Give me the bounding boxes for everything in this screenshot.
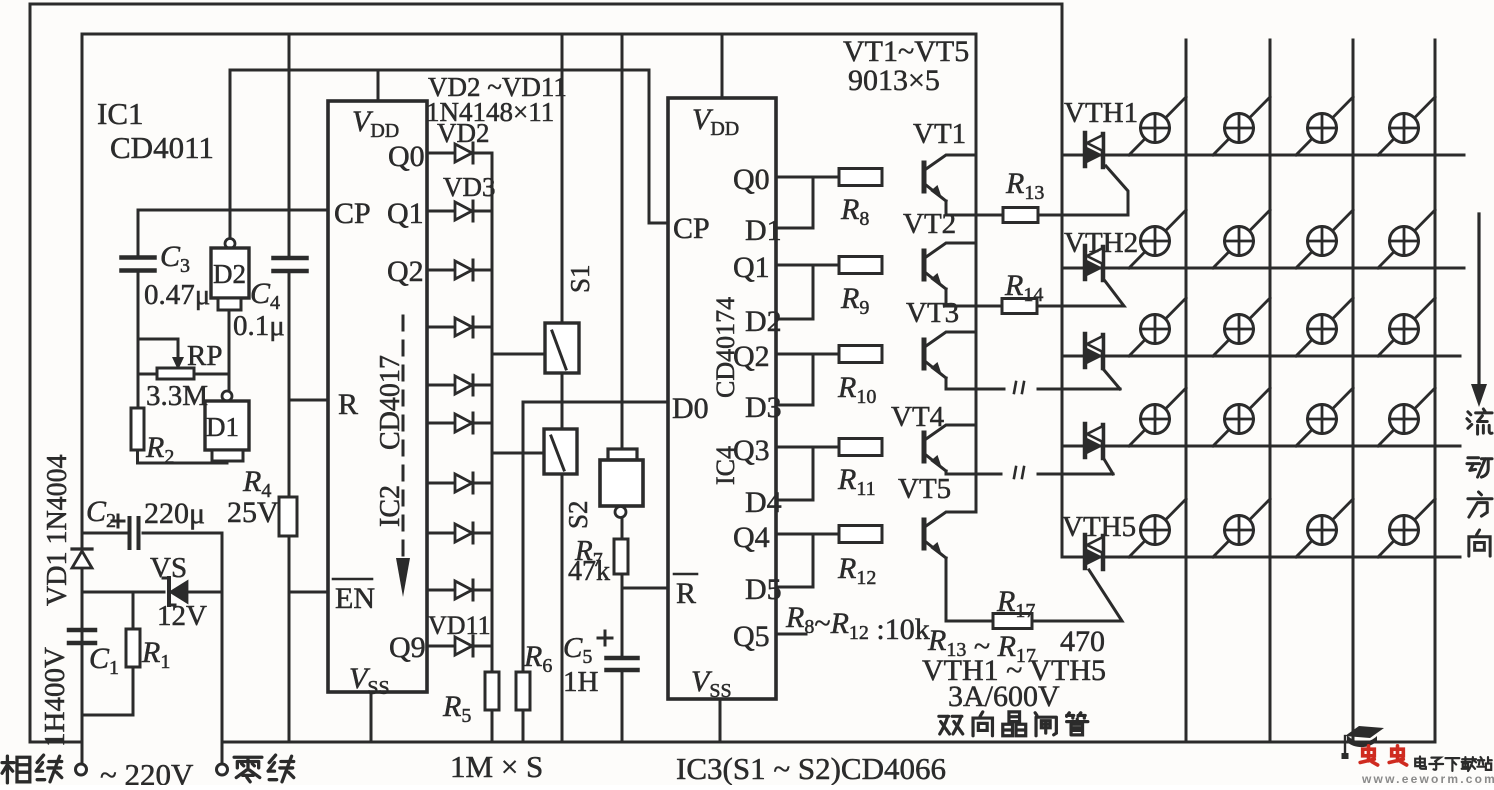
svg-text:VTH1 ~ VTH5: VTH1 ~ VTH5: [922, 654, 1106, 687]
svg-text:D3: D3: [745, 391, 782, 424]
svg-text:220μ: 220μ: [144, 497, 205, 530]
svg-text:VT3: VT3: [906, 297, 959, 329]
svg-text:Q4: Q4: [733, 521, 770, 554]
svg-text:R1: R1: [141, 636, 170, 673]
svg-text:VT5: VT5: [898, 473, 951, 505]
svg-text:R10: R10: [837, 371, 876, 408]
svg-text:47k: 47k: [568, 556, 610, 587]
svg-text:1H400V: 1H400V: [39, 647, 71, 747]
svg-text:Q0: Q0: [388, 140, 425, 173]
svg-text:R: R: [676, 577, 696, 610]
svg-text:1H: 1H: [563, 666, 599, 698]
svg-text:R6: R6: [523, 640, 552, 677]
svg-text:VD3: VD3: [443, 172, 496, 202]
svg-text:www.eeworm.com: www.eeworm.com: [1361, 772, 1494, 785]
svg-text:R11: R11: [837, 463, 876, 500]
svg-text:R7: R7: [574, 535, 603, 571]
svg-text:0.47μ: 0.47μ: [144, 279, 210, 311]
svg-text:R14: R14: [1004, 269, 1043, 306]
svg-text:R2: R2: [145, 431, 174, 468]
svg-text:R13: R13: [1005, 167, 1044, 204]
svg-text:Q9: Q9: [389, 631, 426, 664]
svg-text:R4: R4: [242, 465, 271, 502]
svg-text:VD11: VD11: [428, 611, 491, 640]
svg-text:VSS: VSS: [691, 665, 732, 702]
svg-text:Q1: Q1: [733, 251, 770, 284]
svg-text:C2: C2: [86, 495, 116, 532]
svg-text:VTH5: VTH5: [1062, 511, 1136, 543]
svg-text:R12: R12: [837, 552, 876, 589]
svg-text:VT2: VT2: [903, 208, 956, 240]
svg-text:VT1: VT1: [913, 118, 966, 150]
svg-text:CP: CP: [334, 197, 371, 230]
svg-text:VT4: VT4: [891, 401, 945, 433]
svg-text:25V: 25V: [227, 496, 279, 529]
svg-text:IC3(S1 ~ S2)CD4066: IC3(S1 ~ S2)CD4066: [676, 751, 946, 785]
svg-text:R: R: [338, 388, 358, 421]
svg-text:VD2: VD2: [437, 118, 490, 148]
svg-text:R5: R5: [442, 690, 471, 727]
svg-text:3.3M: 3.3M: [146, 380, 208, 412]
svg-text:1N4148×11: 1N4148×11: [426, 97, 554, 127]
svg-text:R8~R12 :10k: R8~R12 :10k: [785, 601, 930, 646]
svg-text:CD4011: CD4011: [110, 130, 214, 165]
svg-text:C3: C3: [160, 240, 190, 277]
svg-text:3A/600V: 3A/600V: [948, 680, 1060, 713]
svg-text:470: 470: [1060, 625, 1105, 658]
svg-text:D2: D2: [213, 259, 246, 289]
svg-text:VS: VS: [150, 552, 187, 584]
svg-text:9013×5: 9013×5: [848, 64, 940, 97]
svg-text:VD2 ~VD11: VD2 ~VD11: [428, 72, 567, 102]
svg-text:S2: S2: [563, 500, 593, 529]
svg-text:VDD: VDD: [352, 105, 399, 142]
svg-text:IC2: IC2: [375, 485, 406, 527]
svg-text:S1: S1: [565, 264, 595, 293]
svg-text:D5: D5: [745, 573, 782, 606]
svg-text:VSS: VSS: [349, 662, 390, 699]
svg-text:CD4017: CD4017: [375, 355, 406, 450]
svg-text:VTH2: VTH2: [1064, 227, 1138, 259]
svg-text:Q2: Q2: [387, 255, 424, 288]
svg-text:12V: 12V: [157, 600, 207, 632]
svg-text:Q0: Q0: [733, 163, 770, 196]
svg-text:R9: R9: [840, 282, 869, 319]
svg-text:Q1: Q1: [387, 197, 424, 230]
svg-text:D4: D4: [745, 486, 782, 519]
svg-text:VDD: VDD: [692, 103, 739, 140]
svg-text:RP: RP: [187, 340, 222, 372]
svg-text:CD40174: CD40174: [711, 297, 740, 398]
svg-text:C1: C1: [89, 642, 119, 679]
svg-text:C5: C5: [563, 632, 592, 668]
svg-text:R8: R8: [840, 193, 869, 230]
svg-text:D2: D2: [745, 305, 782, 338]
svg-text:~ 220V: ~ 220V: [100, 757, 194, 785]
svg-text:C4: C4: [250, 277, 280, 314]
svg-text:CP: CP: [673, 212, 710, 245]
svg-text:IC1: IC1: [97, 96, 144, 131]
svg-text:VT1~VT5: VT1~VT5: [843, 35, 969, 68]
svg-text:D0: D0: [672, 392, 709, 425]
svg-text:VTH1: VTH1: [1064, 97, 1138, 129]
svg-text:Q2: Q2: [733, 340, 770, 373]
svg-text:EN: EN: [335, 582, 375, 615]
svg-text:IC4: IC4: [711, 446, 740, 485]
svg-text:0.1μ: 0.1μ: [233, 310, 285, 342]
svg-text:D1: D1: [206, 412, 239, 442]
svg-text:Q5: Q5: [733, 620, 770, 653]
svg-text:Q3: Q3: [733, 434, 770, 467]
svg-text:VD1 1N4004: VD1 1N4004: [42, 454, 73, 606]
svg-text:D1: D1: [745, 214, 782, 247]
svg-text:R17: R17: [996, 585, 1035, 622]
svg-text:1M × S: 1M × S: [450, 749, 543, 784]
